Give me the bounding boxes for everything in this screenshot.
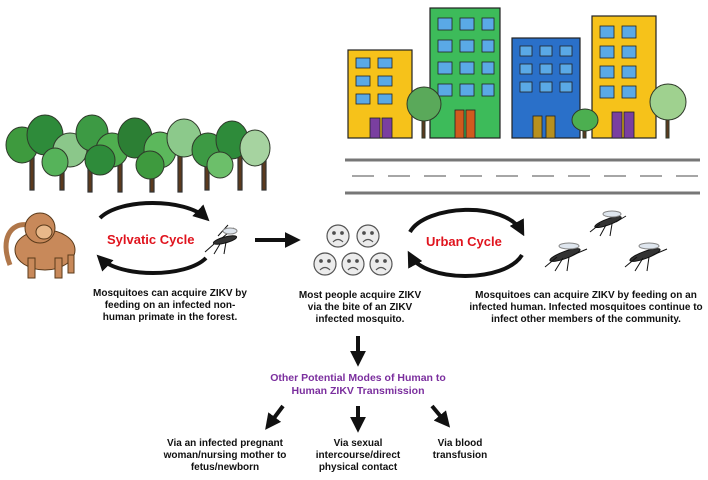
urban-cycle-label: Urban Cycle: [426, 234, 502, 249]
mode-item-pregnancy: Via an infected pregnant woman/nursing m…: [163, 438, 287, 473]
sylvatic-caption: Mosquitoes can acquire ZIKV by feeding o…: [93, 288, 247, 323]
mosquito-swarm-icon: [544, 210, 668, 272]
sylvatic-cycle-label: Sylvatic Cycle: [107, 232, 195, 247]
mode-arrow-right: [430, 404, 451, 428]
sylvatic-cycle-loop: [96, 201, 210, 275]
other-modes-title: Other Potential Modes of Human to Human …: [270, 372, 446, 397]
forest-illustration: [5, 114, 271, 193]
mode-item-sexual: Via sexual intercourse/direct physical c…: [315, 438, 401, 473]
mode-arrow-left: [265, 404, 285, 430]
infected-humans-icon: [313, 224, 393, 276]
mosquito-icon: [204, 224, 238, 255]
human-caption: Most people acquire ZIKV via the bite of…: [298, 290, 422, 325]
mode-item-blood: Via blood transfusion: [432, 438, 488, 461]
urban-caption: Mosquitoes can acquire ZIKV by feeding o…: [469, 290, 703, 325]
city-illustration: [345, 7, 700, 195]
monkey-illustration: [3, 212, 76, 279]
urban-cycle-loop: [407, 207, 525, 278]
